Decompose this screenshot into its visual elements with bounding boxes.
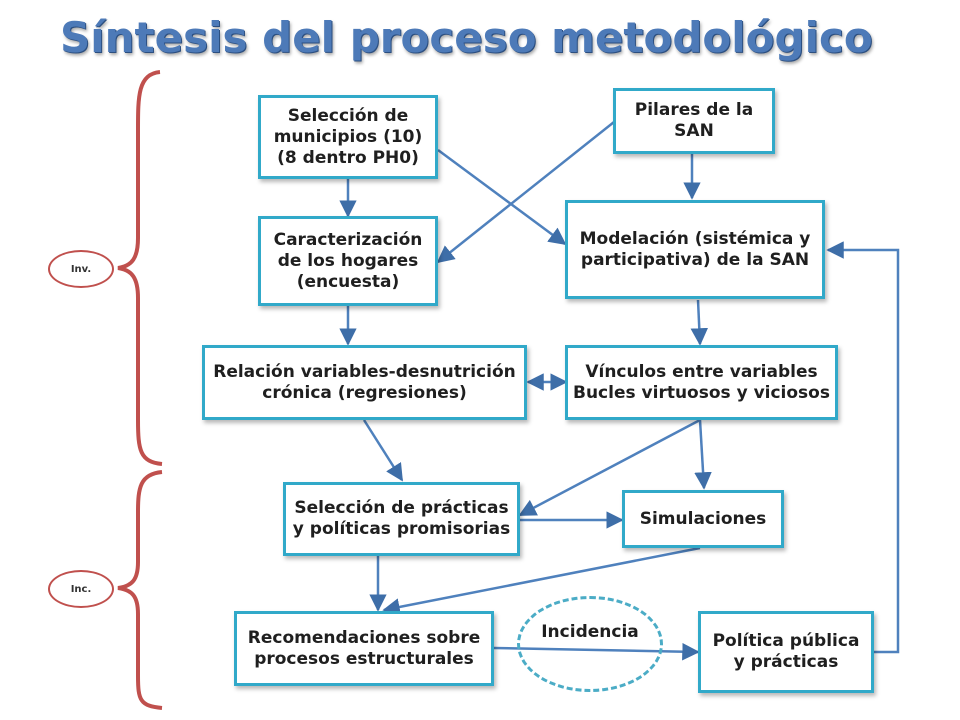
incidencia-ellipse xyxy=(517,596,663,692)
box-simulaciones[interactable]: Simulaciones xyxy=(622,490,784,548)
arrow-vinculos-simulaciones xyxy=(694,419,712,490)
box-seleccion-practicas-text: Selección de prácticas y políticas promi… xyxy=(292,498,511,539)
box-politica-publica[interactable]: Política pública y prácticas xyxy=(698,611,874,693)
inv-label: Inv. xyxy=(48,250,114,288)
box-simulaciones-text: Simulaciones xyxy=(639,508,767,529)
arrow-simulaciones-recomendaciones xyxy=(382,546,701,616)
arrow-municipios-modelacion xyxy=(437,148,567,246)
box-modelacion-text: Modelación (sistémica y participativa) d… xyxy=(579,228,811,270)
box-caracterizacion-text: Caracterización de los hogares (encuesta… xyxy=(273,229,423,292)
box-seleccion-municipios[interactable]: Selección de municipios (10) (8 dentro P… xyxy=(258,95,438,179)
box-pilares-san[interactable]: Pilares de la SAN xyxy=(613,88,775,154)
box-relacion-variables[interactable]: Relación variables-desnutrición crónica … xyxy=(202,345,527,420)
box-recomendaciones[interactable]: Recomendaciones sobre procesos estructur… xyxy=(234,611,494,686)
inc-bracket xyxy=(117,470,163,710)
arrow-relacion-seleccion xyxy=(362,419,404,482)
box-politica-publica-text: Política pública y prácticas xyxy=(712,631,860,672)
box-vinculos-text: Vínculos entre variables Bucles virtuoso… xyxy=(573,361,830,403)
box-pilares-san-text: Pilares de la SAN xyxy=(634,100,754,141)
box-modelacion[interactable]: Modelación (sistémica y participativa) d… xyxy=(565,200,825,299)
box-recomendaciones-text: Recomendaciones sobre procesos estructur… xyxy=(247,627,481,669)
box-relacion-variables-text: Relación variables-desnutrición crónica … xyxy=(213,361,516,403)
arrow-modelacion-vinculos xyxy=(690,299,709,346)
page-title: Síntesis del proceso metodológico xyxy=(60,13,873,62)
box-caracterizacion[interactable]: Caracterización de los hogares (encuesta… xyxy=(258,216,438,306)
arrow-vinculos-seleccion xyxy=(518,418,701,517)
inc-label: Inc. xyxy=(48,570,114,608)
arrow-politica-modelacion xyxy=(826,241,900,654)
arrow-pilares-caracterizacion xyxy=(436,121,615,264)
box-seleccion-municipios-text: Selección de municipios (10) (8 dentro P… xyxy=(273,105,423,168)
box-seleccion-practicas[interactable]: Selección de prácticas y políticas promi… xyxy=(283,482,520,556)
box-vinculos[interactable]: Vínculos entre variables Bucles virtuoso… xyxy=(565,345,838,420)
inv-bracket xyxy=(117,70,163,466)
incidencia-label: Incidencia xyxy=(541,622,639,642)
